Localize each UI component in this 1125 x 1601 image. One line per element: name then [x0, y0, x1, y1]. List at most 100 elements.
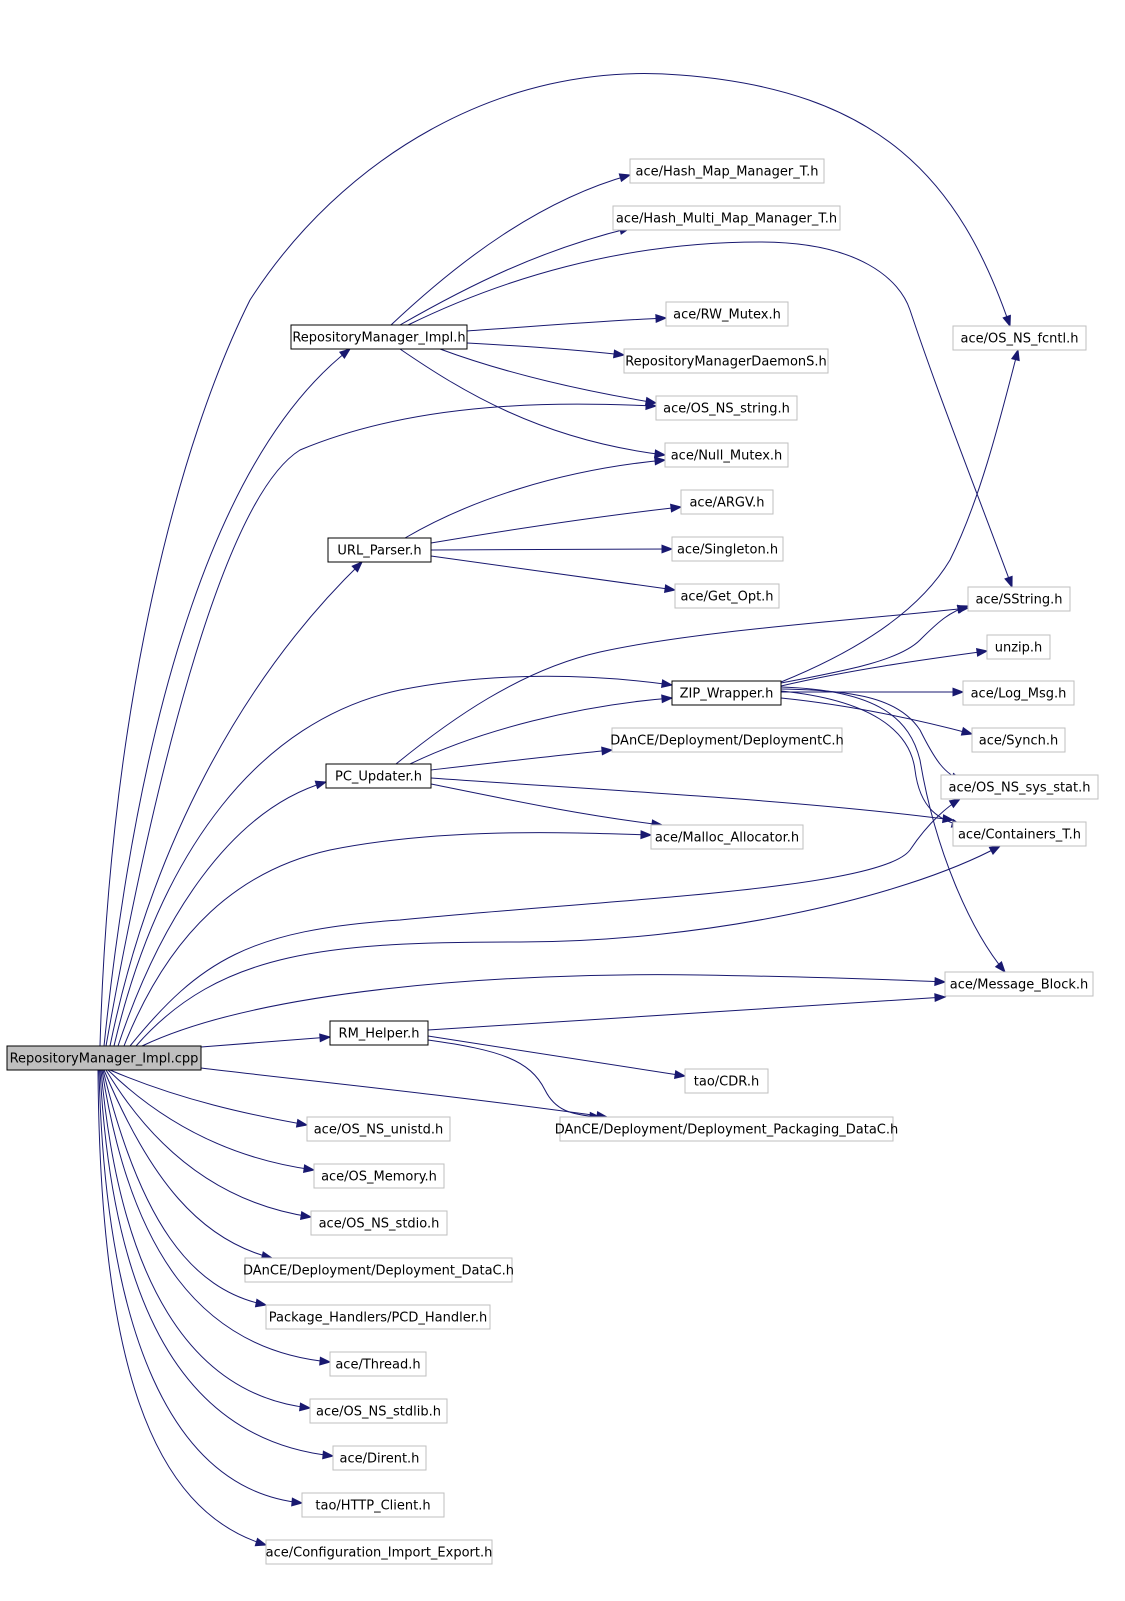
node-hash-map[interactable]: ace/Hash_Map_Manager_T.h	[629, 158, 825, 184]
node-root[interactable]: RepositoryManager_Impl.cpp	[6, 1045, 202, 1071]
node-box[interactable]	[313, 1163, 445, 1189]
node-label: ace/Malloc_Allocator.h	[655, 831, 799, 846]
node-hash-multi[interactable]: ace/Hash_Multi_Map_Manager_T.h	[612, 205, 841, 231]
node-box[interactable]	[306, 1116, 451, 1142]
arrowhead	[952, 687, 965, 697]
node-singleton[interactable]: ace/Singleton.h	[671, 536, 784, 562]
node-label: ace/Configuration_Import_Export.h	[266, 1546, 493, 1561]
node-os-memory[interactable]: ace/OS_Memory.h	[313, 1163, 445, 1189]
node-os-unistd[interactable]: ace/OS_NS_unistd.h	[306, 1116, 451, 1142]
node-unzip[interactable]: unzip.h	[986, 634, 1051, 660]
node-box[interactable]	[290, 324, 468, 350]
node-box[interactable]	[655, 395, 798, 421]
node-label: ace/Message_Block.h	[950, 978, 1089, 993]
node-box[interactable]	[962, 680, 1075, 706]
node-os-string[interactable]: ace/OS_NS_string.h	[655, 395, 798, 421]
node-rw-mutex[interactable]: ace/RW_Mutex.h	[665, 301, 789, 327]
node-box[interactable]	[309, 1398, 448, 1424]
node-box[interactable]	[650, 824, 804, 850]
node-os-fcntl[interactable]: ace/OS_NS_fcntl.h	[952, 325, 1087, 351]
node-label: ace/Synch.h	[979, 734, 1058, 749]
edge-root-to-rm-helper	[200, 1033, 332, 1048]
node-http-client[interactable]: tao/HTTP_Client.h	[301, 1492, 445, 1518]
node-box[interactable]	[952, 325, 1087, 351]
node-os-sys-stat[interactable]: ace/OS_NS_sys_stat.h	[940, 774, 1099, 800]
node-synch[interactable]: ace/Synch.h	[971, 727, 1066, 753]
node-box[interactable]	[629, 158, 825, 184]
node-os-stdlib[interactable]: ace/OS_NS_stdlib.h	[309, 1398, 448, 1424]
edge-root-to-config-ie	[97, 1069, 268, 1547]
node-box[interactable]	[680, 489, 774, 515]
node-url-parser[interactable]: URL_Parser.h	[327, 537, 432, 563]
node-label: ace/Log_Msg.h	[971, 687, 1067, 702]
node-box[interactable]	[301, 1492, 445, 1518]
node-box[interactable]	[611, 727, 843, 753]
node-box[interactable]	[671, 536, 784, 562]
node-null-mutex[interactable]: ace/Null_Mutex.h	[664, 442, 789, 468]
nodes-layer: RepositoryManager_Impl.cpp RepositoryMana…	[6, 158, 1099, 1565]
node-tao-cdr[interactable]: tao/CDR.h	[684, 1068, 769, 1094]
node-box[interactable]	[967, 586, 1071, 612]
node-os-stdio[interactable]: ace/OS_NS_stdio.h	[310, 1210, 448, 1236]
node-box[interactable]	[559, 1116, 894, 1142]
node-get-opt[interactable]: ace/Get_Opt.h	[674, 583, 780, 609]
node-box[interactable]	[971, 727, 1066, 753]
node-box[interactable]	[327, 537, 432, 563]
node-dirent[interactable]: ace/Dirent.h	[332, 1445, 427, 1471]
node-deploymentc[interactable]: DAnCE/Deployment/DeploymentC.h	[610, 727, 844, 753]
node-pc-updater[interactable]: PC_Updater.h	[325, 763, 432, 789]
node-rm-daemon[interactable]: RepositoryManagerDaemonS.h	[623, 348, 829, 374]
node-box[interactable]	[940, 774, 1099, 800]
node-thread[interactable]: ace/Thread.h	[329, 1351, 427, 1377]
node-deployment-datac[interactable]: DAnCE/Deployment/Deployment_DataC.h	[243, 1257, 514, 1283]
node-box[interactable]	[986, 634, 1051, 660]
arrowhead	[976, 647, 989, 657]
node-containers[interactable]: ace/Containers_T.h	[952, 821, 1087, 847]
node-message-block[interactable]: ace/Message_Block.h	[944, 971, 1094, 997]
node-box[interactable]	[671, 680, 782, 706]
edge-line	[780, 605, 969, 684]
node-rm-helper[interactable]: RM_Helper.h	[329, 1020, 429, 1046]
edge-line	[105, 1069, 312, 1218]
node-log-msg[interactable]: ace/Log_Msg.h	[962, 680, 1075, 706]
node-pcd-handler[interactable]: Package_Handlers/PCD_Handler.h	[265, 1304, 491, 1330]
node-packaging-datac[interactable]: DAnCE/Deployment/Deployment_Packaging_Da…	[555, 1116, 898, 1142]
node-label: ace/OS_NS_fcntl.h	[961, 332, 1079, 347]
node-box[interactable]	[244, 1257, 513, 1283]
node-zip-wrapper[interactable]: ZIP_Wrapper.h	[671, 680, 782, 706]
node-box[interactable]	[952, 821, 1087, 847]
node-box[interactable]	[310, 1210, 448, 1236]
node-box[interactable]	[329, 1020, 429, 1046]
node-box[interactable]	[623, 348, 829, 374]
node-box[interactable]	[265, 1539, 493, 1565]
edge-line	[430, 548, 673, 551]
arrowhead	[291, 1497, 304, 1507]
node-label: ace/Hash_Map_Manager_T.h	[636, 165, 819, 180]
node-box[interactable]	[664, 442, 789, 468]
node-box[interactable]	[612, 205, 841, 231]
arrowhead	[618, 173, 632, 183]
node-box[interactable]	[944, 971, 1094, 997]
node-sstring[interactable]: ace/SString.h	[967, 586, 1071, 612]
node-box[interactable]	[325, 763, 432, 789]
node-argv[interactable]: ace/ARGV.h	[680, 489, 774, 515]
node-label: ace/OS_NS_sys_stat.h	[949, 781, 1091, 796]
node-config-ie[interactable]: ace/Configuration_Import_Export.h	[265, 1539, 493, 1565]
node-label: ZIP_Wrapper.h	[680, 687, 774, 702]
node-box[interactable]	[684, 1068, 769, 1094]
node-box[interactable]	[332, 1445, 427, 1471]
node-box[interactable]	[329, 1351, 427, 1377]
edge-root-to-os-memory	[107, 1069, 316, 1174]
node-rmi-h[interactable]: RepositoryManager_Impl.h	[290, 324, 468, 350]
node-label: ace/Singleton.h	[677, 543, 778, 558]
node-box[interactable]	[674, 583, 780, 609]
edge-line	[100, 1069, 311, 1409]
edge-line	[404, 459, 666, 539]
node-malloc-alloc[interactable]: ace/Malloc_Allocator.h	[650, 824, 804, 850]
edge-root-to-message-block	[141, 974, 947, 1047]
node-box[interactable]	[265, 1304, 491, 1330]
arrowhead	[948, 798, 962, 809]
node-box[interactable]	[6, 1045, 202, 1071]
node-box[interactable]	[665, 301, 789, 327]
edge-root-to-containers	[135, 845, 1002, 1047]
